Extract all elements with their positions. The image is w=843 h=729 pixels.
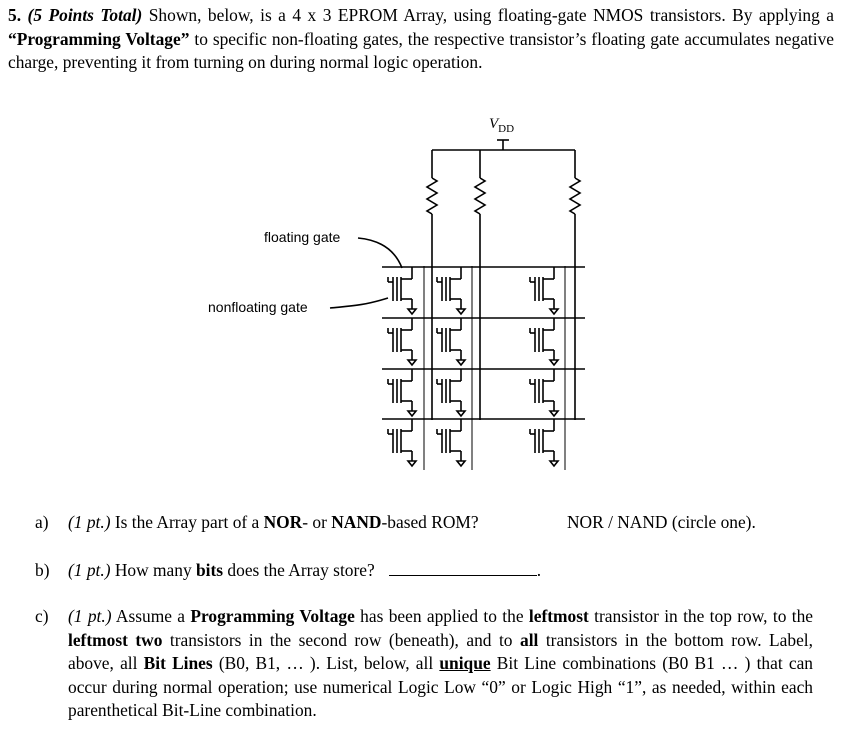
- part-b-text-2: does the Array store?: [223, 560, 375, 580]
- part-c-text-7: Bit Line combinations (B0 B1 … ) that ca…: [68, 653, 813, 720]
- ground-arrow-1-1: [455, 359, 467, 367]
- part-a-text-3: -based ROM?: [381, 512, 479, 532]
- ground-arrow-0-0: [406, 308, 418, 316]
- part-c-text-2: has been applied to the: [354, 606, 529, 626]
- ground-arrow-2-1: [455, 410, 467, 418]
- ground-arrow-0-2: [548, 308, 560, 316]
- ground-arrow-3-0: [406, 460, 418, 468]
- nonfloating-gate-pointer: [329, 297, 389, 309]
- part-c-leftmost-two: leftmost two: [68, 629, 163, 650]
- part-c-points: (1 pt.): [68, 606, 112, 626]
- pullup-resistor-1: [473, 177, 487, 215]
- question-number: 5.: [8, 5, 22, 25]
- vdd-label: VDD: [489, 116, 514, 135]
- part-c-leftmost: leftmost: [528, 606, 589, 626]
- part-c-text-5: transistors in the bottom row. Label, ab…: [68, 629, 813, 674]
- part-c-programming-voltage: Programming Voltage: [190, 606, 355, 626]
- part-b-text-1: How many: [110, 560, 197, 580]
- floating-gate-label: floating gate: [264, 229, 340, 245]
- part-a-options[interactable]: NOR / NAND (circle one).: [567, 512, 756, 532]
- part-b-bits: bits: [196, 560, 224, 580]
- pullup-resistor-2: [568, 177, 582, 215]
- part-a-text-1: Is the Array part of a: [110, 512, 264, 532]
- part-a-label: a): [35, 512, 49, 532]
- ground-arrow-2-0: [406, 410, 418, 418]
- ground-arrow-3-1: [455, 460, 467, 468]
- part-c-label: c): [35, 606, 49, 626]
- nonfloating-gate-label: nonfloating gate: [208, 299, 308, 315]
- question-text-2: to specific non-floating gates, the resp…: [8, 28, 834, 73]
- pullup-resistor-0: [425, 177, 439, 215]
- part-a-points: (1 pt.): [68, 512, 111, 532]
- ground-arrow-3-2: [548, 460, 560, 468]
- part-c-text-1: Assume a: [111, 606, 191, 626]
- part-c-bit-lines: Bit Lines: [143, 653, 213, 673]
- part-c: c) (1 pt.) Assume a Programming Voltage …: [35, 605, 815, 723]
- question-text-1: Shown, below, is a 4 x 3 EPROM Array, us…: [142, 5, 834, 25]
- ground-arrow-1-0: [406, 359, 418, 367]
- ground-arrow-1-2: [548, 359, 560, 367]
- part-c-all: all: [520, 629, 539, 650]
- part-c-text-6: (B0, B1, … ). List, below, all: [212, 653, 440, 673]
- part-c-text-4: transistors in the second row (beneath),…: [162, 629, 520, 650]
- part-a-nor: NOR: [263, 512, 303, 532]
- ground-arrow-0-1: [455, 308, 467, 316]
- part-c-text-3: transistor in the top row, to the: [588, 606, 813, 626]
- part-a-text-2: - or: [302, 512, 332, 532]
- floating-gate-pointer: [357, 237, 403, 269]
- part-b-label: b): [35, 560, 50, 580]
- part-a-nand: NAND: [331, 512, 382, 532]
- part-a: a) (1 pt.) Is the Array part of a NOR- o…: [35, 511, 835, 535]
- part-c-unique: unique: [439, 653, 491, 673]
- part-b: b) (1 pt.) How many bits does the Array …: [35, 559, 835, 583]
- question-points: (5 Points Total): [27, 5, 143, 25]
- question-bold-1: “Programming Voltage”: [8, 28, 190, 49]
- ground-arrow-2-2: [548, 410, 560, 418]
- part-b-period: .: [536, 560, 542, 580]
- part-b-answer-blank[interactable]: [388, 560, 537, 576]
- part-b-points: (1 pt.): [68, 560, 111, 580]
- question-header: 5. (5 Points Total) Shown, below, is a 4…: [8, 4, 834, 75]
